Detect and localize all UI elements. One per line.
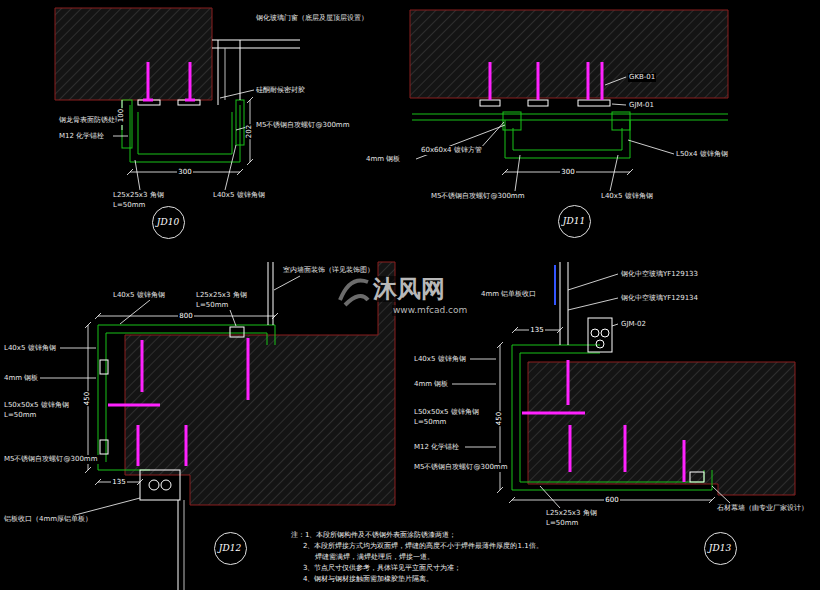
callout-label: L25x25x3 角钢 — [545, 509, 598, 518]
callout-label: M12 化学锚栓 — [413, 443, 460, 452]
dimension-text: 600 — [604, 496, 619, 505]
callout-label: L=50mm — [413, 418, 447, 427]
detail-callout-circle: JD11 — [558, 205, 591, 238]
callout-label: 石材幕墙（由专业厂家设计） — [716, 504, 809, 513]
callout-label: 4mm 钢板 — [365, 155, 401, 164]
callout-label: GKB-01 — [628, 73, 656, 82]
dimension-text: 450 — [84, 390, 93, 405]
watermark-logo — [340, 280, 368, 305]
detail-callout-circle: JD13 — [704, 532, 737, 565]
callout-label: 60x60x4 镀锌方管 — [420, 146, 483, 155]
watermark: 沐风网 — [372, 276, 446, 302]
callout-label: L25x25x3 角钢 — [195, 291, 248, 300]
callout-label: L=50mm — [545, 519, 579, 528]
callout-label: L50x4 镀锌角钢 — [675, 150, 729, 159]
callout-label: M5不锈钢自攻螺钉@300mm — [3, 455, 99, 464]
callout-label: L40x5 镀锌角钢 — [413, 355, 467, 364]
callout-label: L50x50x5 镀锌角钢 — [413, 408, 480, 417]
callout-label: 钢化中空玻璃YF129134 — [620, 294, 699, 303]
callout-label: L40x5 镀锌角钢 — [112, 291, 166, 300]
callout-label: 铝板收口（4mm厚铝单板） — [3, 515, 93, 524]
dimension-text: 300 — [177, 168, 192, 177]
dimension-text: 135 — [529, 326, 544, 335]
detail-number: JD13 — [709, 543, 731, 553]
dimension-text: 800 — [178, 312, 193, 321]
detail-number: JD11 — [563, 216, 585, 226]
callout-label: L40x5 镀锌角钢 — [212, 191, 266, 200]
dimension-text: 202 — [246, 123, 255, 138]
detail-callout-circle: JD12 — [214, 532, 247, 565]
watermark: www.mfcad.com — [392, 305, 468, 316]
callout-label: 4mm 铝单板收口 — [480, 290, 537, 299]
callout-label: 钢龙骨表面防锈处理 — [58, 116, 123, 125]
callout-label: L25x25x3 角钢 — [112, 191, 165, 200]
callout-label: M5不锈钢自攻螺钉@300mm — [430, 192, 526, 201]
callout-label: 钢化中空玻璃YF129133 — [620, 270, 699, 279]
callout-label: 室内墙面装饰（详见装饰图） — [282, 266, 375, 275]
note-text: 焊缝需满焊，满焊处理后，焊接一道。 — [314, 553, 435, 562]
dimension-text: 450 — [496, 410, 505, 425]
callout-label: 4mm 钢板 — [413, 380, 449, 389]
detail-callout-circle: JD10 — [152, 206, 185, 239]
callout-label: M12 化学锚栓 — [58, 132, 105, 141]
callout-label: L50x50x5 镀锌角钢 — [3, 401, 70, 410]
callout-label: L=50mm — [112, 201, 146, 210]
dimension-text: 135 — [111, 478, 126, 487]
callout-label: L=50mm — [3, 411, 37, 420]
callout-label: L=50mm — [195, 301, 229, 310]
detail-number: JD10 — [157, 217, 179, 227]
callout-label: L40x5 镀锌角钢 — [600, 192, 654, 201]
callout-label: GJM-01 — [628, 101, 655, 110]
detail-number: JD12 — [219, 543, 241, 553]
note-text: 3、节点尺寸仅供参考，具体详见平立面尺寸为准； — [302, 564, 462, 573]
callout-label: M5不锈钢自攻螺钉@300mm — [413, 463, 509, 472]
callout-label: 钢化玻璃门窗（底层及屋顶层设置） — [255, 14, 369, 23]
callout-label: GJM-02 — [620, 320, 647, 329]
dimension-text: 100 — [118, 107, 127, 122]
callout-label: M5不锈钢自攻螺钉@300mm — [255, 121, 351, 130]
dimension-text: 300 — [560, 168, 575, 177]
callout-label: L40x5 镀锌角钢 — [3, 344, 57, 353]
callout-label: 硅酮耐候密封胶 — [255, 86, 306, 95]
note-text: 4、钢材与钢材接触面需加橡胶垫片隔离。 — [302, 575, 434, 584]
callout-label: 4mm 钢板 — [3, 374, 39, 383]
note-text: 2、本段所焊接方式均为双面焊，焊缝的高度不小于焊件最薄件厚度的1.1倍。 — [302, 542, 544, 551]
note-text: 注：1、本段所钢构件及不锈钢外表面涂防锈漆两道； — [290, 531, 457, 540]
